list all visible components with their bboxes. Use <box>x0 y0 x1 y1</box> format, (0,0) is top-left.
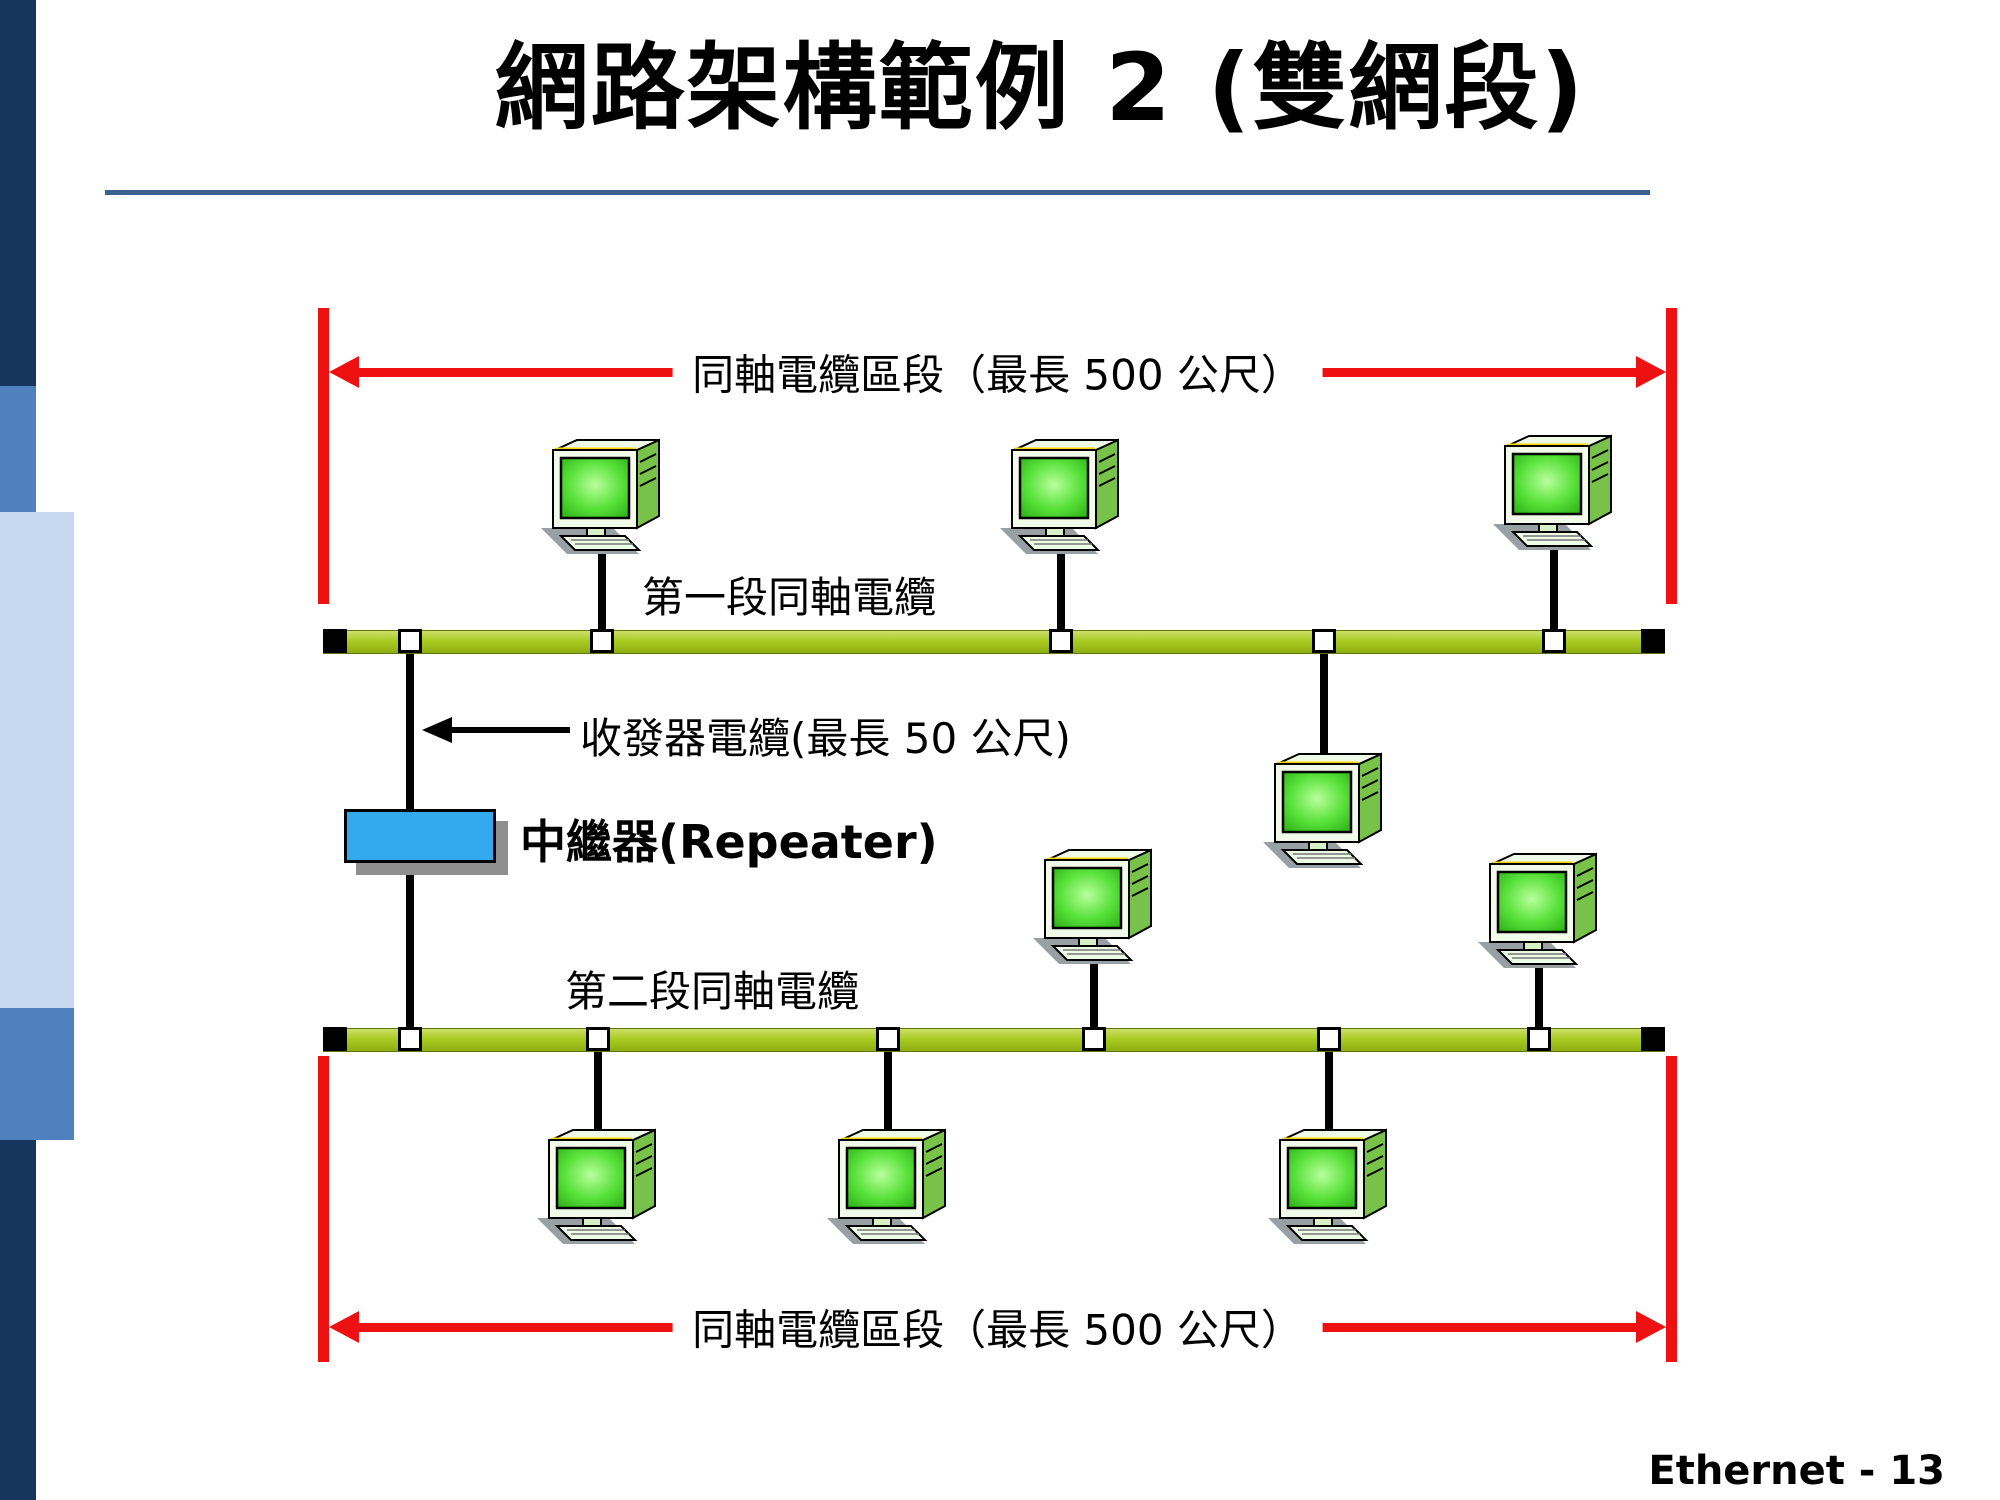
drop-cable <box>1320 650 1328 765</box>
arrow-head-left-icon <box>329 1311 359 1343</box>
bus-tap <box>1527 1027 1551 1051</box>
drop-cable <box>1550 545 1558 635</box>
coax-bus-segment1 <box>323 630 1665 654</box>
bus-terminator <box>323 629 347 653</box>
repeater-label: 中繼器(Repeater) <box>520 815 938 869</box>
segment1-end-bar-left <box>318 308 329 604</box>
segment2-length-arrow: 同軸電纜區段（最長 500 公尺） <box>329 1294 1666 1360</box>
bus-terminator <box>1641 629 1665 653</box>
bus-tap <box>590 629 614 653</box>
bus-tap <box>1082 1027 1106 1051</box>
drop-cable <box>1535 955 1543 1032</box>
computer-icon <box>1249 742 1399 872</box>
drop-cable <box>598 545 606 635</box>
drop-cable <box>594 1048 602 1148</box>
bus-tap <box>398 1027 422 1051</box>
segment1-end-bar-right <box>1666 308 1677 604</box>
bus-tap <box>1049 629 1073 653</box>
computer-icon <box>1019 838 1169 968</box>
bus-tap <box>398 629 422 653</box>
arrow-head-left-icon <box>329 356 359 388</box>
repeater-box <box>344 809 496 863</box>
bus-tap <box>1317 1027 1341 1051</box>
bus-tap <box>1312 629 1336 653</box>
sidebar-block-middle <box>0 512 74 1008</box>
transceiver-cable-label: 收發器電纜(最長 50 公尺) <box>580 714 1071 763</box>
segment1-length-arrow: 同軸電纜區段（最長 500 公尺） <box>329 339 1666 405</box>
bus-terminator <box>1641 1027 1665 1051</box>
coax-bus-segment2 <box>323 1028 1665 1052</box>
drop-cable <box>1325 1048 1333 1148</box>
bus-tap <box>586 1027 610 1051</box>
bus-tap <box>876 1027 900 1051</box>
page-footer: Ethernet - 13 <box>1648 1448 1945 1494</box>
drop-cable <box>1090 950 1098 1032</box>
computer-icon <box>523 1118 673 1248</box>
sidebar-block-lower <box>0 1008 74 1140</box>
title-underline <box>105 190 1650 195</box>
bus-terminator <box>323 1027 347 1051</box>
computer-icon <box>1464 842 1614 972</box>
segment2-end-bar-right <box>1666 1056 1677 1362</box>
computer-icon <box>813 1118 963 1248</box>
segment1-cable-label: 第一段同軸電纜 <box>642 573 937 622</box>
annotation-arrow-line <box>450 727 570 733</box>
segment2-length-label: 同軸電纜區段（最長 500 公尺） <box>672 1294 1323 1360</box>
segment2-cable-label: 第二段同軸電纜 <box>565 967 860 1016</box>
computer-icon <box>1254 1118 1404 1248</box>
sidebar-block-top <box>0 0 36 386</box>
drop-cable <box>1057 545 1065 635</box>
arrow-head-right-icon <box>1636 1311 1666 1343</box>
segment2-end-bar-left <box>318 1056 329 1362</box>
drop-cable <box>884 1048 892 1148</box>
slide-title: 網路架構範例 2 (雙網段) <box>494 34 1586 143</box>
computer-icon <box>986 428 1136 558</box>
annotation-arrow-head-icon <box>422 717 452 743</box>
arrow-head-right-icon <box>1636 356 1666 388</box>
sidebar-block-upper <box>0 386 36 512</box>
computer-icon <box>527 428 677 558</box>
sidebar-block-bottom <box>0 1140 36 1500</box>
computer-icon <box>1479 424 1629 554</box>
bus-tap <box>1542 629 1566 653</box>
segment1-length-label: 同軸電纜區段（最長 500 公尺） <box>672 339 1323 405</box>
